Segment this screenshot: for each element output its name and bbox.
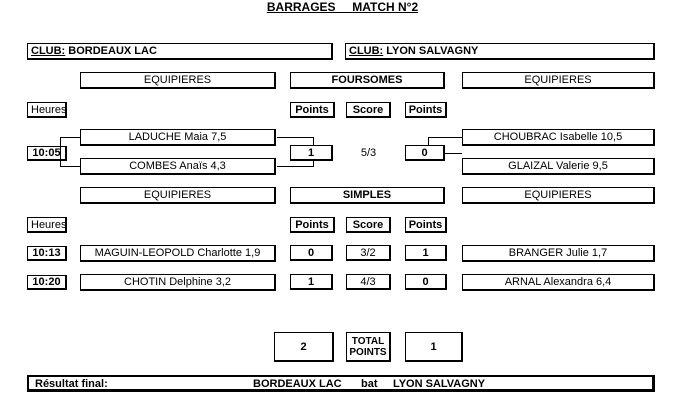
single-1-time: 10:13 xyxy=(27,246,67,261)
total-left: 2 xyxy=(274,332,334,362)
points-right-header-simples: Points xyxy=(405,217,447,233)
result-bar: Résultat final: BORDEAUX LAC bat LYON SA… xyxy=(27,375,655,392)
total-right: 1 xyxy=(405,332,463,362)
foursome-right-player-2: GLAIZAL Valerie 9,5 xyxy=(462,158,655,175)
foursome-left-points: 1 xyxy=(290,145,333,161)
bracket-line xyxy=(60,137,80,138)
club-right: CLUB: LYON SALVAGNY xyxy=(345,43,655,60)
single-2-right-player: ARNAL Alexandra 6,4 xyxy=(462,274,655,291)
foursome-right-points: 0 xyxy=(405,145,445,161)
page-title: BARRAGES MATCH N°2 xyxy=(266,0,419,14)
club-left-label: CLUB: xyxy=(31,45,66,57)
foursome-left-player-1: LADUCHE Maia 7,5 xyxy=(80,129,276,146)
result-loser: LYON SALVAGNY xyxy=(393,378,486,390)
points-left-header: Points xyxy=(290,102,335,118)
bracket-line xyxy=(428,137,462,138)
single-1-right-player: BRANGER Julie 1,7 xyxy=(462,245,655,262)
result-verb: bat xyxy=(361,378,378,390)
single-2-left-player: CHOTIN Delphine 3,2 xyxy=(80,274,276,291)
club-left: CLUB: BORDEAUX LAC xyxy=(27,43,333,60)
club-left-name: BORDEAUX LAC xyxy=(68,45,157,57)
single-1-right-points: 1 xyxy=(405,245,447,261)
heures-header-simples: Heures xyxy=(27,217,67,233)
club-right-name: LYON SALVAGNY xyxy=(386,45,479,57)
heures-header: Heures xyxy=(27,102,67,118)
foursomes-header: FOURSOMES xyxy=(290,72,445,89)
single-1-left-points: 0 xyxy=(290,245,333,261)
points-right-header: Points xyxy=(405,102,447,118)
score-header: Score xyxy=(346,102,391,118)
equipieres-left-header: EQUIPIERES xyxy=(80,72,276,89)
result-winner: BORDEAUX LAC xyxy=(253,378,342,390)
single-2-score: 4/3 xyxy=(346,274,391,290)
total-label-line-2: POINTS xyxy=(349,346,387,358)
bracket-line xyxy=(60,137,61,166)
equipieres-right-header-simples: EQUIPIERES xyxy=(462,187,655,204)
single-1-left-player: MAGUIN-LEOPOLD Charlotte 1,9 xyxy=(80,245,276,262)
result-label: Résultat final: xyxy=(35,378,108,390)
foursome-score: 5/3 xyxy=(360,147,377,159)
single-2-left-points: 1 xyxy=(290,274,333,290)
single-2-time: 10:20 xyxy=(27,275,67,290)
bracket-line xyxy=(445,153,462,154)
equipieres-left-header-simples: EQUIPIERES xyxy=(80,187,276,204)
bracket-line xyxy=(60,166,80,167)
points-left-header-simples: Points xyxy=(290,217,335,233)
simples-header: SIMPLES xyxy=(290,187,445,204)
club-right-label: CLUB: xyxy=(349,45,384,57)
foursome-right-player-1: CHOUBRAC Isabelle 10,5 xyxy=(462,129,655,146)
total-label: TOTAL POINTS xyxy=(346,332,391,362)
score-header-simples: Score xyxy=(346,217,391,233)
bracket-line xyxy=(462,146,463,158)
foursome-time: 10:05 xyxy=(27,146,67,161)
single-2-right-points: 0 xyxy=(405,274,447,290)
bracket-line xyxy=(428,137,429,146)
bracket-line xyxy=(313,137,314,146)
single-1-score: 3/2 xyxy=(346,245,391,261)
bracket-line xyxy=(277,166,313,167)
foursome-left-player-2: COMBES Anaïs 4,3 xyxy=(80,158,276,175)
equipieres-right-header: EQUIPIERES xyxy=(462,72,655,89)
bracket-line xyxy=(277,137,313,138)
bracket-line xyxy=(313,160,314,167)
total-label-line-1: TOTAL xyxy=(351,335,385,347)
